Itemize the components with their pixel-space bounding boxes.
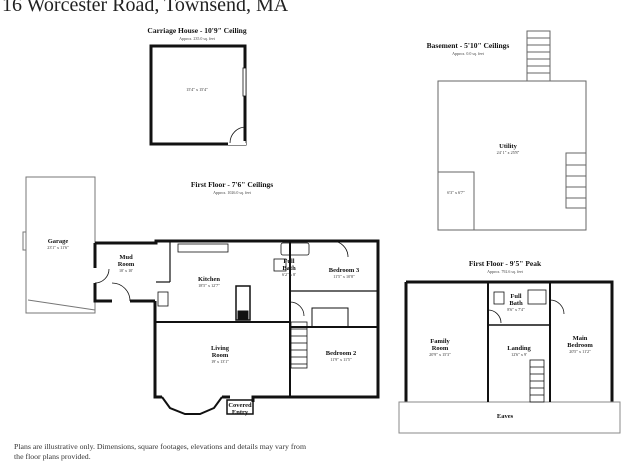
carriage-house-plan [149,44,247,146]
carriage-house-room-dim: 15'4" x 15'4" [186,87,208,92]
room-dim-kitchen: 18'5" x 12'7" [198,283,220,288]
page-title: 16 Worcester Road, Townsend, MA [2,0,289,16]
room-dim-landing: 12'6" x 9' [511,352,527,357]
carriage-house-heading: Carriage House - 10'9" Ceiling [147,26,247,35]
room-name-garage: Garage [47,238,69,245]
room-dim-bedroom-2: 11'9" x 11'5" [330,357,352,362]
utility-room-dim: 24' 1" x 25'8" [496,150,520,155]
room-dim-garage: 23'1" x 11'6" [47,245,69,250]
first-floor-peak-plan [398,280,621,434]
room-dim-bedroom-3: 11'5" x 10'8" [333,274,355,279]
room-name-eaves: Eaves [496,413,514,420]
room-name-kitchen: Kitchen [197,276,221,283]
disclaimer-text: Plans are illustrative only. Dimensions,… [14,442,307,461]
utility-room-name: Utility [499,143,517,150]
room-dim-mud-room: 10' x 10' [118,268,134,273]
basement-small-dim: 6'3" x 6'7" [447,190,465,195]
room-dim-full-bath-2: 8'6" x 7'4" [507,307,525,312]
basement-heading: Basement - 5'10" Ceilings [426,41,510,50]
room-dim-family-room: 20'9" x 15'3" [429,352,451,357]
room-name-bedroom-2: Bedroom 2 [325,350,357,357]
room-name-bedroom-3: Bedroom 3 [328,267,360,274]
first-floor-peak-heading: First Floor - 9'5" Peak [468,259,542,268]
first-floor-plan [93,239,380,415]
room-dim-main-bedroom: 20'5" x 11'2" [569,349,591,354]
room-name-landing: Landing [507,345,531,352]
first-floor-peak-area: Approx. 792.6 sq. feet [487,269,523,274]
room-name-covered-entry: Covered Entry [228,402,252,416]
room-name-full-bath-2: Full Bath [509,293,523,307]
room-name-living-room: Living Room [210,345,230,359]
first-floor-heading: First Floor - 7'6" Ceilings [190,180,274,189]
carriage-house-area: Approx. 235.0 sq. feet [179,36,215,41]
basement-area: Approx. 0.0 sq. feet [452,51,484,56]
room-name-main-bedroom: Main Bedroom [567,335,593,349]
first-floor-area: Approx. 1026.0 sq. feet [213,190,251,195]
room-dim-living-room: 19' x 13'1" [211,359,229,364]
basement-plan [437,30,587,231]
room-name-family-room: Family Room [430,338,450,352]
room-name-full-bath-1: Full Bath [282,258,296,272]
room-name-mud-room: Mud Room [117,254,135,268]
room-dim-full-bath-1: 6'2" x 8' [282,272,296,277]
